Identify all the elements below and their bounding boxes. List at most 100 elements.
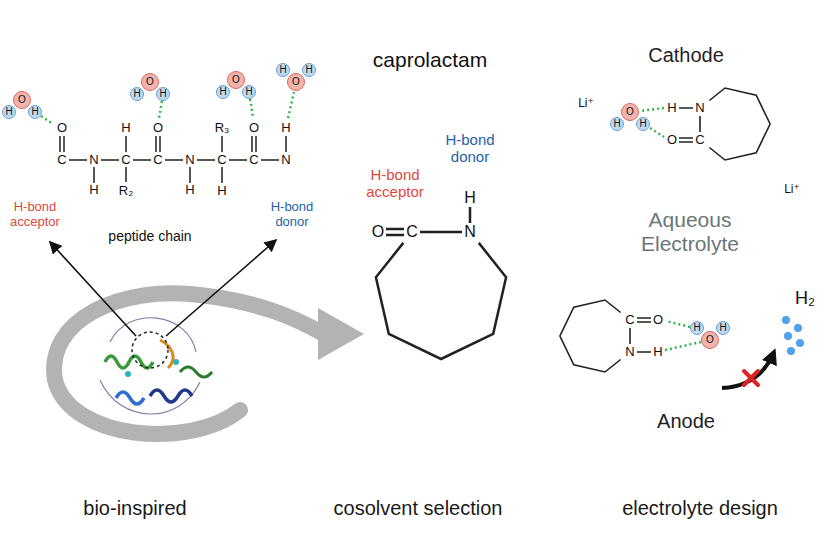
h-bond-donor-label: H-bond donor — [267, 200, 317, 230]
battery-casing — [562, 10, 596, 24]
hydrogen-gas-bubbles — [794, 324, 802, 332]
h-bond-donor-ellipse-outline — [662, 97, 710, 119]
node-text: C — [625, 313, 634, 328]
cosolvent-panel — [318, 0, 545, 470]
node-text: Anode — [657, 410, 715, 433]
battery-casing — [548, 20, 823, 460]
node-text: N — [281, 153, 290, 168]
h-bond-acceptor-ellipse-outline — [147, 117, 169, 171]
water-molecule — [131, 74, 170, 101]
water-molecule — [217, 72, 256, 99]
protein-ribbon — [100, 380, 200, 414]
water-atom: O — [706, 334, 714, 346]
node-text: H — [89, 183, 98, 198]
chemical-bond — [60, 136, 256, 152]
node-text: H — [464, 189, 476, 207]
hydrogen-gas-bubbles — [784, 332, 792, 340]
li-ion-outline — [777, 175, 807, 205]
h-bond-acceptor-ellipse: OC — [147, 117, 169, 171]
water-molecule — [691, 322, 730, 349]
h-bond-donor-ellipse: HN — [275, 117, 297, 171]
node-text: C — [406, 223, 418, 241]
node-text: electrolyte design — [622, 497, 778, 520]
h-bond-donor-ellipse-outline — [83, 148, 105, 202]
water-molecule — [277, 64, 316, 91]
h-bond-donor-ellipse: H-bond donorHN — [438, 130, 502, 255]
water-atom: H — [305, 64, 312, 76]
water-molecule — [3, 64, 730, 349]
li-ion: Li⁺ — [571, 89, 601, 119]
pointer-arrow — [50, 242, 136, 336]
h-bond-donor-ellipse: NH — [179, 148, 201, 202]
water-atom: H — [31, 106, 38, 118]
node-text: C — [249, 153, 258, 168]
water-atom: H — [219, 86, 226, 98]
electrolyte-region-outline — [556, 82, 815, 392]
node-text: O — [667, 133, 677, 148]
node-text: Cathode — [648, 44, 724, 67]
water-atom: H — [719, 322, 726, 334]
peptide-chain-label: peptide chain — [108, 228, 191, 244]
bio-panel — [0, 0, 318, 470]
hydrogen-bond — [41, 92, 294, 124]
water-atom: O — [232, 74, 240, 86]
chemical-bond — [69, 159, 279, 161]
node-text: C — [695, 133, 704, 148]
node-text: O — [653, 313, 663, 328]
node-text: bio-inspired — [83, 497, 186, 520]
h-bond-donor-ellipse-outline — [620, 341, 668, 363]
water-atom: O — [146, 76, 154, 88]
protein-ribbon — [105, 356, 153, 368]
electrolyte-region: Li⁺HNOCLi⁺CONHAqueous Electrolyte — [556, 82, 815, 392]
cosolvent-ring — [560, 88, 770, 372]
protein-ribbon — [180, 367, 212, 377]
pointer-arrow — [166, 240, 276, 336]
node-text: O — [57, 121, 67, 136]
h-bond-acceptor-ellipse: CO — [620, 309, 668, 331]
water-atom: H — [5, 106, 12, 118]
node-text: O — [153, 121, 163, 136]
protein-ribbon — [150, 390, 192, 402]
circular-arrow — [54, 293, 364, 434]
h-bond-acceptor-ellipse-outline — [662, 129, 710, 151]
protein-ribbon — [173, 359, 179, 365]
cathode-plate: Cathode — [556, 28, 815, 82]
node-text: H — [667, 101, 676, 116]
chemical-bond — [94, 136, 286, 183]
caprolactam-ring — [386, 207, 470, 235]
heading: H-bond acceptor — [355, 166, 435, 201]
h-bond-acceptor-label: H-bond acceptor — [5, 200, 65, 230]
h-bond-acceptor-ellipse: OC — [662, 129, 710, 151]
node-text: H — [185, 183, 194, 198]
node-text: N — [464, 223, 476, 241]
node-text: N — [695, 101, 704, 116]
water-atom: H — [613, 118, 620, 130]
h-bond-acceptor-ellipse: H-bond acceptorOC — [345, 165, 450, 260]
node-text: C — [153, 153, 162, 168]
hydrogen-gas-bubbles — [796, 339, 804, 347]
li-ion-outline — [571, 89, 601, 119]
atom-label: H — [217, 184, 226, 199]
node-text: N — [89, 153, 98, 168]
blocked-arrow — [744, 371, 758, 385]
h-bond-acceptor-ellipse: OC — [243, 117, 265, 171]
water-atom: H — [159, 88, 166, 100]
h-bond-acceptor-ellipse-outline — [620, 309, 668, 331]
protein-ribbon — [116, 392, 144, 404]
atom-label: R₂ — [119, 184, 133, 199]
water-atom: H — [245, 86, 252, 98]
step-chevron-outline — [550, 476, 828, 540]
circular-arrow — [318, 308, 364, 360]
protein-ribbon — [100, 318, 212, 414]
water-atom: H — [133, 88, 140, 100]
h-bond-donor-ellipse-outline — [179, 148, 201, 202]
h-bond-acceptor-ellipse: OC — [51, 117, 73, 171]
step-chevron-outline — [0, 476, 285, 540]
atom-label: C — [121, 153, 130, 168]
water-molecule — [3, 92, 42, 119]
h-bond-donor-ellipse: NH — [83, 148, 105, 202]
node-text: cosolvent selection — [334, 497, 503, 520]
cosolvent-ring — [709, 88, 770, 160]
node-text: N — [625, 345, 634, 360]
